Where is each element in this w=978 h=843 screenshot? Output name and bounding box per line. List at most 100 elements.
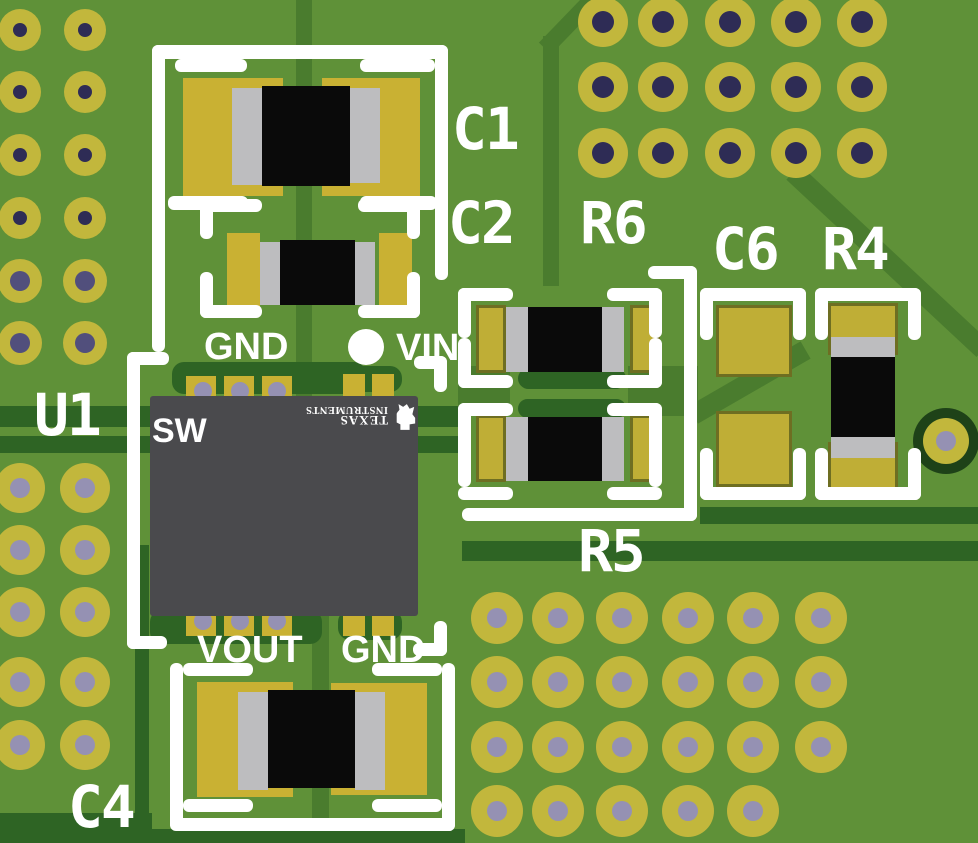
via-hole	[10, 602, 30, 622]
u1-pad-via	[268, 382, 286, 400]
c6-bracket	[700, 288, 806, 301]
u1-pad-via	[231, 382, 249, 400]
via-hole	[487, 672, 507, 692]
u1-pad-via	[194, 382, 212, 400]
via-hole	[75, 333, 95, 353]
trace-bottom-band	[0, 813, 152, 829]
c2-bracket	[200, 305, 262, 318]
via	[705, 128, 755, 178]
c1-terminal-right	[350, 88, 380, 183]
r5-body	[528, 417, 602, 481]
r6-terminal-left	[506, 307, 528, 372]
via	[578, 0, 628, 47]
via	[0, 71, 41, 113]
c2-bracket	[200, 199, 213, 239]
via-hole	[10, 333, 30, 353]
via-hole	[811, 737, 831, 757]
r6-body	[528, 307, 602, 372]
via	[532, 656, 584, 708]
c4-stub	[183, 663, 253, 676]
via-hole	[548, 608, 568, 628]
via-hole	[75, 478, 95, 498]
rgroup-outline-right	[684, 266, 697, 521]
pin-label-sw: SW	[152, 412, 207, 450]
via	[638, 62, 688, 112]
r4-bracket	[815, 288, 921, 301]
via-hole	[743, 672, 763, 692]
c2-terminal-left	[260, 242, 280, 305]
via	[60, 587, 110, 637]
via	[638, 0, 688, 47]
via-hole	[75, 602, 95, 622]
trace-vertical-c1	[296, 0, 312, 400]
via	[727, 592, 779, 644]
via-hole	[75, 735, 95, 755]
pin-label-vin: VIN	[396, 327, 460, 369]
trace-dogbone-lower	[518, 399, 626, 418]
u1-outline-foot	[127, 636, 167, 649]
via	[60, 463, 110, 513]
via	[0, 259, 42, 303]
c1-outline-right	[435, 45, 448, 280]
c4-outline-bottom	[170, 818, 455, 831]
via	[60, 525, 110, 575]
refdes-c4: C4	[68, 773, 136, 841]
refdes-r6: R6	[580, 189, 648, 257]
via-hole	[612, 608, 632, 628]
ti-bug-icon	[393, 399, 417, 432]
r6-bracket	[607, 288, 662, 301]
via	[662, 592, 714, 644]
r6-terminal-right	[602, 307, 624, 372]
r6-bracket	[458, 375, 513, 388]
via	[771, 62, 821, 112]
c4-outline-right	[442, 663, 455, 831]
via-hole	[10, 672, 30, 692]
via-hole	[612, 737, 632, 757]
r5-terminal-right	[602, 417, 624, 481]
via-hole	[592, 142, 614, 164]
trace-vertical-vin	[543, 36, 559, 286]
u1-pad-via	[231, 612, 249, 630]
via	[471, 785, 523, 837]
via	[0, 525, 45, 575]
via	[662, 656, 714, 708]
c2-bracket	[358, 199, 420, 212]
via-hole	[719, 11, 741, 33]
u1-outline-corner-br	[413, 643, 447, 656]
via-hole	[652, 11, 674, 33]
via-hole	[785, 142, 807, 164]
ti-logo-text: TEXAS INSTRUMENTS	[305, 403, 388, 428]
via-hole	[548, 801, 568, 821]
via	[0, 463, 45, 513]
via-hole	[548, 737, 568, 757]
via-hole	[548, 672, 568, 692]
via	[596, 656, 648, 708]
via-hole	[785, 76, 807, 98]
pin-label-vout: VOUT	[197, 629, 303, 671]
trace-dogbone-upper	[518, 368, 626, 389]
c2-bracket	[200, 199, 262, 212]
via-hole	[851, 142, 873, 164]
c4-outline-left	[170, 663, 183, 830]
via	[471, 656, 523, 708]
via	[64, 9, 106, 51]
via-hole	[78, 148, 92, 162]
r5-bracket	[649, 439, 662, 487]
c2-body	[280, 240, 355, 305]
c1-body	[262, 86, 350, 186]
via-hole	[487, 737, 507, 757]
via-hole	[719, 142, 741, 164]
via	[0, 321, 42, 365]
via	[0, 134, 41, 176]
via	[532, 721, 584, 773]
via-hole	[652, 76, 674, 98]
via	[0, 587, 45, 637]
r6-bracket	[607, 375, 662, 388]
refdes-c6: C6	[712, 215, 780, 283]
u1-top-pad	[372, 374, 394, 396]
pin-label-gnd-top: GND	[204, 326, 289, 368]
c1-outline-left	[152, 45, 165, 352]
c1-stub-top-left	[175, 59, 247, 72]
via	[63, 321, 107, 365]
